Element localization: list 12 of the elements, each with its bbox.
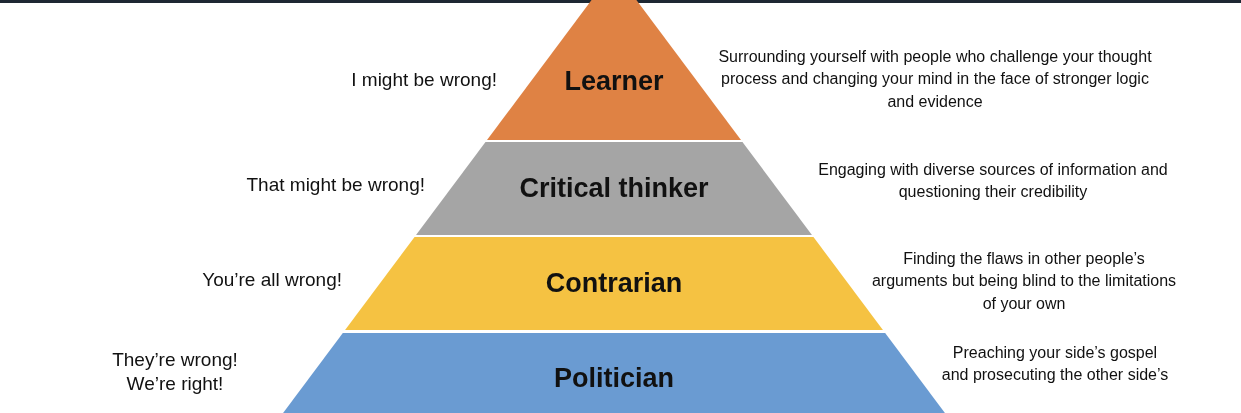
quote-text: I might be wrong!: [351, 68, 497, 92]
tier-title: Critical thinker: [519, 173, 709, 204]
description-text: Finding the flaws in other people’s arguments but being blind to the limitations of your own: [870, 249, 1178, 314]
tier-title: Politician: [553, 363, 674, 394]
quote-text: You’re all wrong!: [202, 268, 342, 292]
tier-title: Learner: [564, 65, 664, 97]
quote-text: That might be wrong!: [246, 173, 425, 197]
quote-text: They’re wrong! We’re right!: [111, 348, 239, 396]
tier-title: Contrarian: [545, 268, 683, 299]
description-text: Engaging with diverse sources of information and questioning their credibility: [817, 160, 1169, 203]
description-text: Preaching your side’s gospel and prosecuting the other side’s: [940, 343, 1170, 386]
description-text: Surrounding yourself with people who challenge your thought process and changing your mind in the face of stronger logic and evidence: [717, 47, 1153, 112]
